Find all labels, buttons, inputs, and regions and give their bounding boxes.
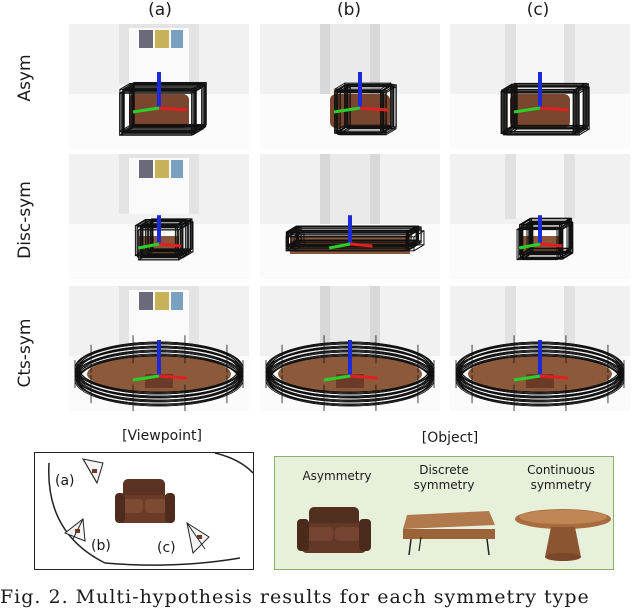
rendered-scene	[450, 24, 630, 149]
result-panel-asym-b	[260, 24, 440, 149]
result-panel-disc-sym-c	[450, 154, 630, 279]
result-panel-disc-sym-b	[260, 154, 440, 279]
rendered-scene	[260, 154, 440, 279]
round-table-icon	[515, 509, 611, 561]
result-panel-cts-sym-a	[69, 286, 249, 411]
object-title: [Object]	[421, 430, 479, 446]
camera-a-icon	[82, 458, 104, 485]
row-label-asym: Asym	[15, 54, 35, 102]
object-label-asymmetry: Asymmetry	[302, 469, 372, 483]
viewpoint-label-a: (a)	[55, 473, 75, 489]
column-header-c: (c)	[526, 0, 550, 20]
viewpoint-panel: (a) (b) (c)	[34, 452, 254, 570]
column-header-a: (a)	[148, 0, 172, 20]
orbit-arc	[48, 462, 106, 564]
rendered-scene	[450, 154, 630, 279]
camera-c-icon	[186, 521, 210, 555]
sofa-icon	[297, 507, 371, 553]
table-icon	[403, 511, 495, 556]
rendered-scene	[260, 24, 440, 149]
rendered-scene	[260, 286, 440, 411]
result-panel-cts-sym-b	[260, 286, 440, 411]
result-panel-asym-c	[450, 24, 630, 149]
rendered-scene	[450, 286, 630, 411]
viewpoint-diagram	[48, 453, 253, 566]
rendered-scene	[69, 154, 249, 279]
sofa-icon	[115, 479, 175, 523]
result-panel-cts-sym-c	[450, 286, 630, 411]
object-label-continuous: Continuous symmetry	[527, 463, 595, 492]
object-label-discrete: Discrete symmetry	[413, 463, 475, 492]
column-header-b: (b)	[336, 0, 362, 20]
viewpoint-label-b: (b)	[91, 538, 111, 554]
orbit-arc-top	[214, 453, 253, 474]
figure-caption: Fig. 2. Multi-hypothesis results for eac…	[0, 586, 590, 608]
rendered-scene	[69, 24, 249, 149]
rendered-scene	[69, 286, 249, 411]
result-panel-asym-a	[69, 24, 249, 149]
object-panel: Asymmetry Discrete symmetry Continuous s…	[274, 456, 614, 570]
viewpoint-title: [Viewpoint]	[122, 428, 202, 444]
orbit-arc-right	[104, 557, 241, 566]
camera-b-icon	[64, 518, 86, 542]
viewpoint-label-c: (c)	[157, 540, 176, 556]
result-panel-disc-sym-a	[69, 154, 249, 279]
row-label-disc-sym: Disc-sym	[15, 181, 35, 259]
row-label-cts-sym: Cts-sym	[15, 318, 35, 388]
